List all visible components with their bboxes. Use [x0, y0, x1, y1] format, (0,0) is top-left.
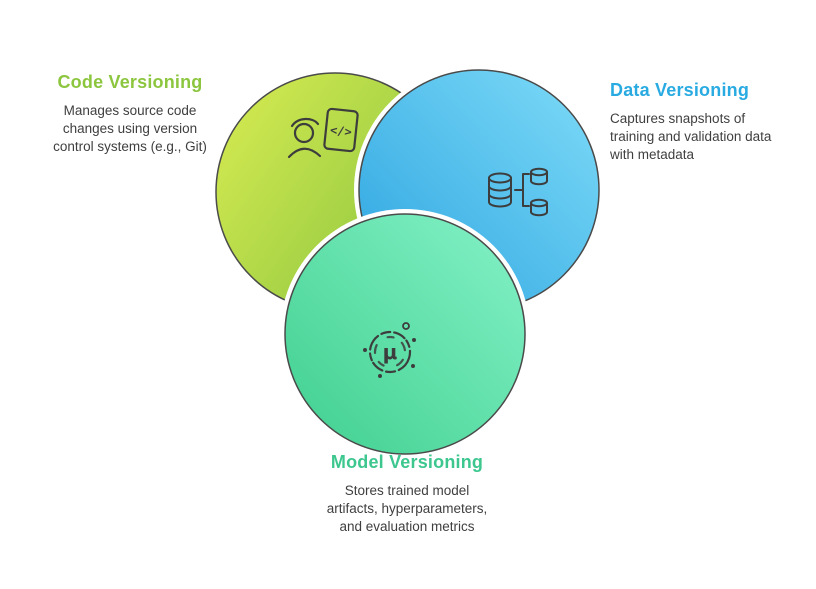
- data-versioning-title: Data Versioning: [610, 80, 750, 100]
- model-versioning-label: Model Versioning Stores trained model ar…: [297, 452, 517, 535]
- database-branch-icon: [488, 167, 548, 217]
- beret-stroke: [290, 117, 320, 128]
- code-versioning-description: Manages source code changes using versio…: [53, 103, 207, 154]
- code-glyph: </>: [329, 123, 352, 139]
- code-versioning-label: Code Versioning Manages source code chan…: [40, 72, 220, 155]
- data-versioning-label: Data Versioning Captures snapshots of tr…: [610, 80, 785, 163]
- model-mu-icon: μ: [363, 322, 416, 378]
- data-versioning-description: Captures snapshots of training and valid…: [610, 111, 772, 162]
- developer-code-icon: </>: [287, 107, 359, 159]
- model-versioning-description: Stores trained model artifacts, hyperpar…: [326, 483, 488, 534]
- model-versioning-title: Model Versioning: [330, 452, 484, 472]
- mu-symbol: μ: [383, 340, 398, 364]
- code-versioning-title: Code Versioning: [57, 72, 203, 92]
- model-circle: [284, 213, 526, 455]
